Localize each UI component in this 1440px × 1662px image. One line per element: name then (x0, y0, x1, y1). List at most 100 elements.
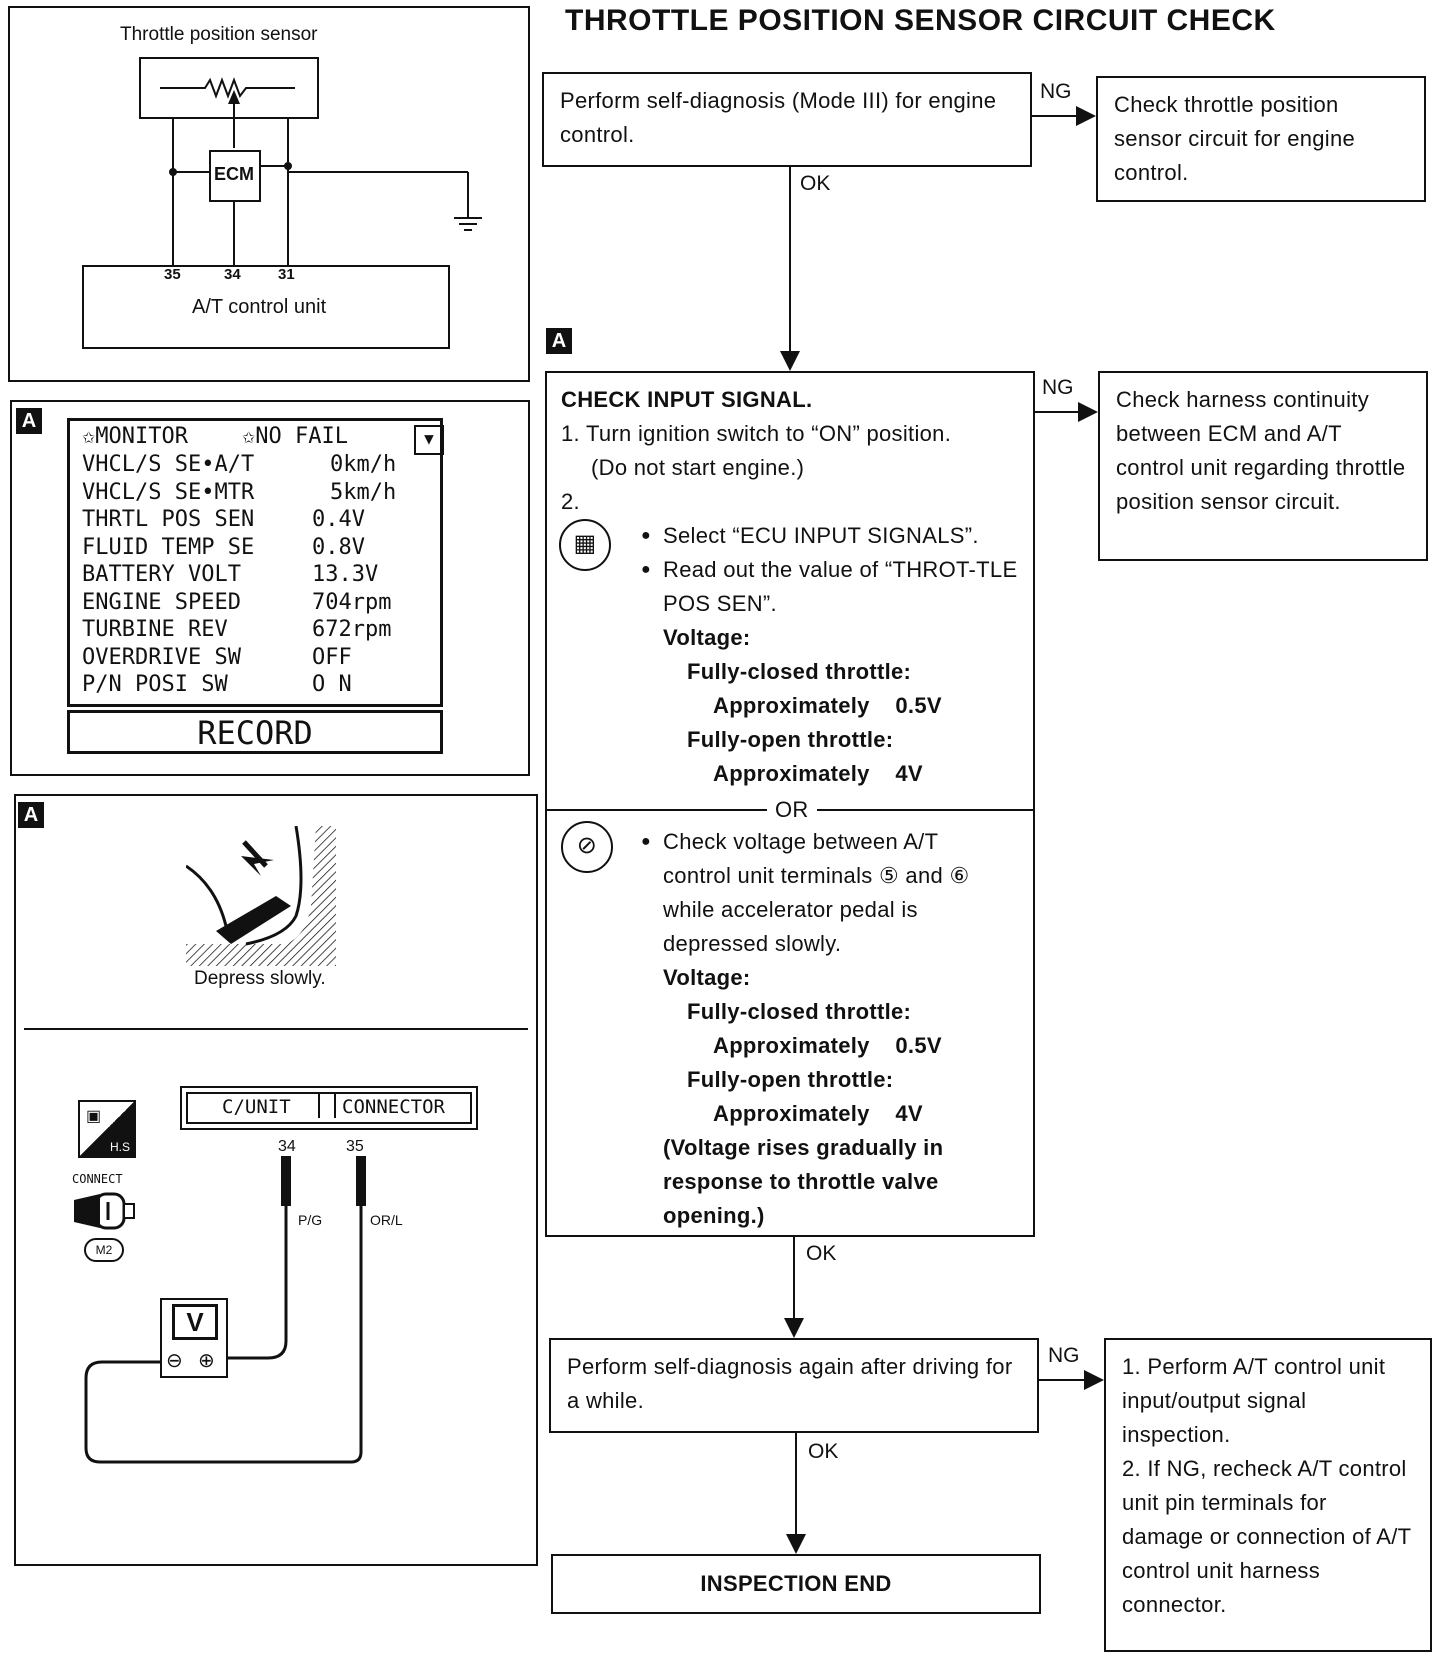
high-sensitivity-badge: H.S ▣ (78, 1100, 136, 1158)
monitor-row-value: 0km/h (330, 452, 397, 477)
badge-label: H.S (109, 1140, 130, 1154)
pin-34-probe-label: 34 (278, 1138, 296, 1155)
control-unit-label: A/T control unit (192, 296, 327, 318)
monitor-header-left: ✩MONITOR (82, 424, 188, 449)
consult-tester-icon: ▦ (559, 519, 611, 571)
alt-open-throttle-value: Approximately 4V (713, 1101, 923, 1126)
monitor-row-name: VHCL/S SE•MTR (82, 479, 255, 505)
check-ng-text: Check harness continuity between ECM and… (1116, 387, 1406, 514)
closed-throttle-label: Fully-closed throttle: (687, 659, 912, 684)
inspection-end: INSPECTION END (551, 1554, 1041, 1614)
section-tag-a: A (16, 408, 42, 434)
alt-bullet-check-voltage: Check voltage between A/T control unit t… (641, 825, 1009, 961)
check-title: CHECK INPUT SIGNAL. (561, 387, 813, 412)
monitor-row-name: VHCL/S SE•A/T (82, 452, 255, 477)
or-label: OR (767, 793, 817, 827)
meter-minus-terminal: ⊖ (166, 1350, 183, 1372)
pin-31-label: 31 (278, 266, 295, 283)
meter-plus-terminal: ⊕ (198, 1350, 215, 1372)
step1-ng-result: Check throttle position sensor circuit f… (1096, 76, 1426, 202)
check-item-1: 1. Turn ignition switch to “ON” position… (561, 421, 952, 446)
step1-ng-text: Check throttle position sensor circuit f… (1114, 92, 1356, 185)
step3-ng-result: 1. Perform A/T control unit input/output… (1104, 1338, 1432, 1652)
step-drive-diagnosis: Perform self-diagnosis again after drivi… (549, 1338, 1039, 1433)
record-button[interactable]: RECORD (67, 710, 443, 754)
scroll-down-icon[interactable]: ▼ (414, 425, 444, 455)
accelerator-pedal-illustration (186, 826, 336, 966)
monitor-row-name: P/N POSI SW (82, 672, 228, 697)
monitor-row: OVERDRIVE SW OFF (82, 644, 440, 672)
section-tag-a-2: A (18, 802, 44, 828)
wire-color-b: OR/L (370, 1212, 403, 1228)
measurement-panel: A Depress slowly. H.S ▣ CONNECT M2 C/UNI… (14, 794, 538, 1566)
monitor-row: VHCL/S SE•A/T 0km/h (82, 451, 440, 479)
ok-label-2: OK (806, 1242, 837, 1265)
ok-label-1: OK (800, 172, 831, 195)
voltmeter-display: V (172, 1304, 218, 1340)
ng-label-3: NG (1048, 1344, 1080, 1367)
step-self-diagnosis: Perform self-diagnosis (Mode III) for en… (542, 72, 1032, 167)
monitor-row-value: O N (312, 672, 352, 697)
monitor-row-name: THRTL POS SEN (82, 507, 255, 532)
sensor-label: Throttle position sensor (120, 24, 318, 45)
monitor-row-value: OFF (312, 644, 352, 670)
bullet-read-value: Read out the value of “THROT-TLE POS SEN… (641, 553, 1019, 621)
connector-code-badge: M2 (84, 1238, 124, 1262)
monitor-row: THRTL POS SEN 0.4V (82, 506, 440, 534)
monitor-row-name: ENGINE SPEED (82, 589, 241, 615)
alt-closed-throttle-label: Fully-closed throttle: (687, 999, 912, 1024)
monitor-row-value: 672rpm (312, 617, 392, 642)
open-throttle-label: Fully-open throttle: (687, 727, 894, 752)
check-item-1b: (Do not start engine.) (591, 455, 805, 480)
connector-latch (318, 1094, 336, 1118)
pin-35-label: 35 (164, 266, 181, 283)
ok-label-3: OK (808, 1440, 839, 1463)
pin-35-probe-label: 35 (346, 1138, 364, 1155)
monitor-row: TURBINE REV 672rpm (82, 616, 440, 644)
panel-divider (24, 1028, 528, 1030)
step3-ng-item-2: 2. If NG, recheck A/T control unit pin t… (1122, 1456, 1411, 1617)
wiring-diagram (82, 57, 482, 349)
step-self-diagnosis-text: Perform self-diagnosis (Mode III) for en… (560, 88, 997, 147)
open-throttle-value: Approximately 4V (713, 761, 923, 786)
check-ng-result: Check harness continuity between ECM and… (1098, 371, 1428, 561)
step-drive-diagnosis-text: Perform self-diagnosis again after drivi… (567, 1354, 1013, 1413)
harness-connector: C/UNIT CONNECTOR (180, 1086, 478, 1130)
bullet-select-ecu: Select “ECU INPUT SIGNALS”. (641, 519, 1019, 553)
monitor-row-value: 0.8V (312, 534, 365, 560)
closed-throttle-value: Approximately 0.5V (713, 693, 942, 718)
monitor-row-name: TURBINE REV (82, 617, 228, 642)
flow-section-tag: A (546, 328, 572, 354)
alt-voltage-label: Voltage: (663, 965, 751, 990)
or-divider: OR (547, 793, 1033, 827)
step3-ng-item-1: 1. Perform A/T control unit input/output… (1122, 1354, 1386, 1447)
alt-note: (Voltage rises gradually in response to … (663, 1135, 944, 1228)
ng-label-2: NG (1042, 376, 1074, 399)
monitor-row-value: 0.4V (312, 507, 365, 532)
page-title: THROTTLE POSITION SENSOR CIRCUIT CHECK (565, 4, 1276, 37)
connect-label: CONNECT (72, 1172, 123, 1186)
monitor-panel: A ✩MONITOR ✩NO FAIL ▼ VHCL/S SE•A/T 0km/h… (10, 400, 530, 776)
ecm-label: ECM (214, 164, 254, 184)
check-item-2: 2. (561, 489, 580, 514)
alt-open-throttle-label: Fully-open throttle: (687, 1067, 894, 1092)
tester-icon: ▣ (86, 1108, 102, 1125)
voltmeter: V ⊖ ⊕ (160, 1298, 228, 1378)
connector-right-label: CONNECTOR (342, 1096, 445, 1118)
monitor-row-value: 704rpm (312, 589, 392, 615)
pedal-caption: Depress slowly. (194, 968, 326, 989)
connector-plug-icon (74, 1192, 135, 1230)
monitor-header-right: ✩NO FAIL (242, 424, 348, 449)
check-input-signal-box: CHECK INPUT SIGNAL. 1. Turn ignition swi… (545, 371, 1035, 1237)
no-consult-icon: ⊘ (561, 821, 613, 873)
wire-color-a: P/G (298, 1212, 323, 1228)
alt-closed-throttle-value: Approximately 0.5V (713, 1033, 942, 1058)
monitor-row: P/N POSI SW O N (82, 671, 440, 699)
monitor-row-name: OVERDRIVE SW (82, 644, 241, 670)
connector-left-label: C/UNIT (222, 1096, 291, 1118)
